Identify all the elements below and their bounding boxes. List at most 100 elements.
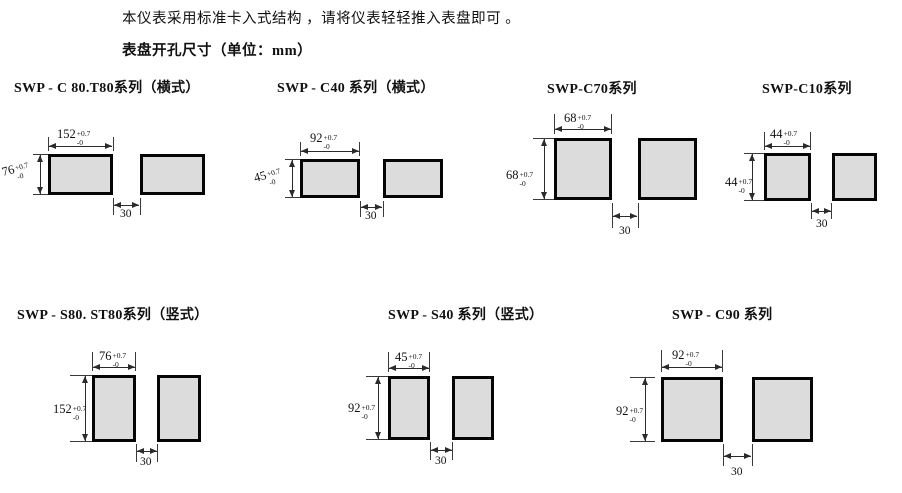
extension-line (722, 350, 723, 372)
extension-line (811, 203, 812, 219)
width-dim-label: 92+0.7-0 (672, 349, 699, 368)
height-dim-label: 44+0.7-0 (725, 176, 752, 195)
height-value: 92 (616, 404, 629, 418)
height-dim-arrow (37, 155, 43, 194)
series-title: SWP - S40 系列（竖式） (388, 308, 544, 323)
width-value: 92 (672, 348, 685, 362)
gap-dim-arrow (613, 213, 637, 219)
panel-cutout-right (140, 154, 205, 195)
tolerance-minus: -0 (519, 178, 526, 188)
intro-text: 本仪表采用标准卡入式结构 ，请将仪表轻轻推入表盘即可 。 (122, 11, 521, 27)
panel-cutout-right (452, 376, 494, 440)
width-value: 152 (57, 127, 76, 141)
extension-line (157, 444, 158, 462)
tolerance-plus: +0.7 (738, 177, 753, 186)
width-dim-arrow (49, 143, 112, 149)
tolerance-minus: -0 (685, 358, 692, 368)
width-value: 45 (395, 350, 408, 364)
extension-line (366, 376, 388, 377)
width-dim-label: 44+0.7-0 (770, 128, 797, 147)
width-dim-label: 92+0.7-0 (310, 132, 337, 151)
height-dim-label: 92+0.7-0 (348, 402, 375, 421)
height-value: 152 (53, 402, 72, 416)
tolerance-minus: -0 (629, 414, 636, 424)
extension-line (723, 444, 724, 466)
width-dim-arrow (93, 364, 135, 370)
tolerance-minus: -0 (361, 411, 368, 421)
width-dim-arrow (301, 148, 359, 154)
extension-line (33, 194, 48, 195)
height-dim-arrow (82, 376, 88, 441)
extension-line (113, 198, 114, 215)
extension-line (744, 200, 764, 201)
height-dim-label: 45+0.7-0 (252, 165, 284, 191)
tolerance-plus: +0.7 (629, 406, 644, 415)
series-title: SWP - C 80.T80系列（横式） (14, 81, 200, 96)
gap-dim-arrow (114, 202, 139, 208)
panel-cutout-left (300, 159, 360, 198)
height-value: 68 (506, 168, 519, 182)
tolerance-plus: +0.7 (685, 350, 700, 359)
width-dim-label: 152+0.7-0 (57, 128, 90, 147)
extension-line (285, 159, 300, 160)
extension-line (764, 132, 765, 150)
extension-line (366, 439, 388, 440)
tolerance-minus: -0 (16, 170, 25, 181)
tolerance-minus: -0 (76, 137, 83, 147)
extension-line (135, 352, 136, 371)
tolerance-minus: -0 (268, 176, 277, 187)
height-dim-label: 68+0.7-0 (506, 169, 533, 188)
gap-dim-label: 30 (731, 466, 743, 478)
panel-cutout-right (832, 153, 877, 201)
tolerance-minus: -0 (408, 360, 415, 370)
extension-line (383, 201, 384, 217)
extension-line (388, 352, 389, 372)
series-title: SWP - S80. ST80系列（竖式） (17, 308, 209, 323)
extension-line (140, 198, 141, 215)
extension-line (533, 199, 554, 200)
series-title: SWP - C40 系列（横式） (277, 81, 435, 96)
extension-line (285, 197, 300, 198)
extension-line (611, 114, 612, 134)
extension-line (661, 350, 662, 372)
panel-cutout-right (157, 375, 201, 442)
panel-cutout-right (383, 159, 443, 198)
tolerance-plus: +0.7 (72, 404, 87, 413)
width-dim-arrow (555, 126, 611, 132)
width-value: 92 (310, 131, 323, 145)
series-title: SWP - C90 系列 (672, 308, 773, 323)
extension-line (360, 201, 361, 217)
height-dim-arrow (541, 139, 547, 199)
tolerance-minus: -0 (577, 121, 584, 131)
extension-line (113, 137, 114, 151)
tolerance-plus: +0.7 (783, 129, 798, 138)
extension-line (48, 137, 49, 151)
extension-line (831, 203, 832, 219)
tolerance-minus: -0 (72, 412, 79, 422)
extension-line (300, 142, 301, 156)
height-dim-arrow (289, 160, 295, 197)
height-dim-label: 92+0.7-0 (616, 405, 643, 424)
tolerance-minus: -0 (112, 359, 119, 369)
panel-cutout-right (752, 377, 813, 442)
gap-dim-arrow (724, 453, 751, 459)
section-title: 表盘开孔尺寸（单位：mm） (122, 43, 313, 59)
panel-cutout-left (48, 154, 113, 195)
extension-line (359, 142, 360, 156)
tolerance-plus: +0.7 (112, 351, 127, 360)
panel-cutout-left (388, 376, 430, 440)
extension-line (554, 114, 555, 134)
extension-line (638, 203, 639, 228)
tolerance-minus: -0 (783, 137, 790, 147)
tolerance-plus: +0.7 (361, 403, 376, 412)
extension-line (70, 441, 92, 442)
gap-dim-arrow (812, 208, 831, 214)
panel-cutout-left (92, 375, 136, 442)
tolerance-plus: +0.7 (76, 129, 91, 138)
extension-line (429, 352, 430, 372)
width-dim-arrow (765, 143, 810, 149)
height-dim-arrow (749, 154, 755, 200)
tolerance-plus: +0.7 (519, 170, 534, 179)
panel-cutout-right (638, 138, 697, 200)
